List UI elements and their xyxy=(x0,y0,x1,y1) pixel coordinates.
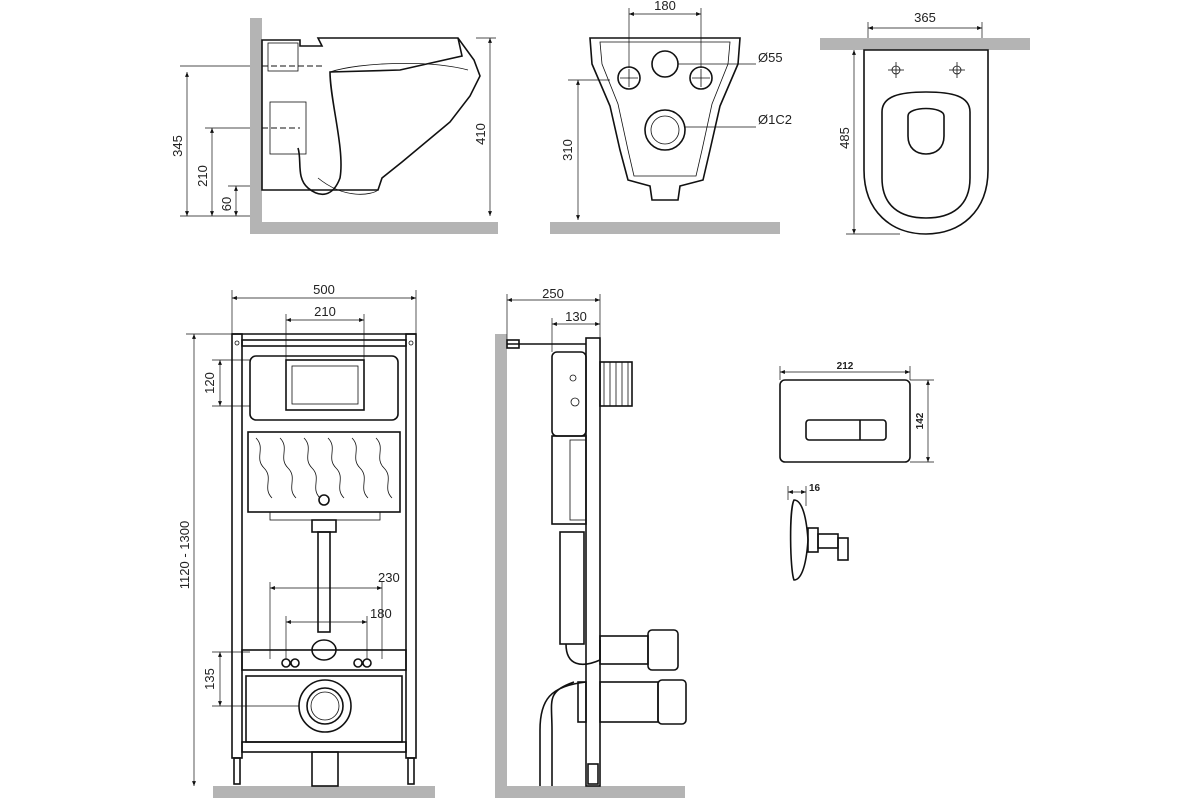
cistern-body xyxy=(247,431,401,513)
flush-pipe xyxy=(317,531,331,633)
toilet-side-view: 345 210 60 410 xyxy=(170,18,498,234)
toilet-bowl-inner xyxy=(297,37,463,196)
dim-diameter-102: Ø1С2 xyxy=(758,112,792,127)
cistern-upper-side xyxy=(551,351,587,437)
cistern-upper xyxy=(249,355,399,421)
dim-height-60: 60 xyxy=(219,197,234,211)
dim-diameter-55: Ø55 xyxy=(758,50,783,65)
toilet-bowl-opening xyxy=(881,91,971,219)
fixing-bracket xyxy=(267,42,299,72)
dim-width-500: 500 xyxy=(313,282,335,297)
dim-height-135: 135 xyxy=(202,668,217,690)
stud-left-outer xyxy=(281,658,291,668)
stud-right-inner xyxy=(353,658,363,668)
dim-depth-16: 16 xyxy=(809,483,821,494)
drain-outlet-hole xyxy=(644,109,686,151)
cistern-body-side xyxy=(551,435,587,525)
toilet-base-curve xyxy=(317,177,379,195)
frame-mounting-rail xyxy=(241,649,407,671)
floor-section xyxy=(495,786,685,798)
dim-height-310: 310 xyxy=(560,139,575,161)
dim-height-210: 210 xyxy=(195,165,210,187)
dim-width-230: 230 xyxy=(378,570,400,585)
dim-height-120: 120 xyxy=(202,372,217,394)
dim-depth-130: 130 xyxy=(565,309,587,324)
toilet-top-outline xyxy=(863,49,989,235)
drain-pipe-side xyxy=(539,681,587,786)
toilet-rear-outline xyxy=(589,37,741,201)
floor-section xyxy=(550,222,780,234)
dim-height-345: 345 xyxy=(170,135,185,157)
water-inlet-hole xyxy=(651,50,679,78)
frame-profile xyxy=(585,337,601,787)
flush-actuator xyxy=(817,533,839,549)
wall-section xyxy=(820,38,1030,50)
foot-side xyxy=(587,763,599,785)
dim-height-410: 410 xyxy=(473,123,488,145)
toilet-rim-line xyxy=(329,63,469,73)
frame-front-view: 500 210 120 1120 - 1300 230 180 135 xyxy=(177,282,435,798)
dim-width-210: 210 xyxy=(314,304,336,319)
flush-plate xyxy=(779,379,911,463)
frame-side-view: 250 130 xyxy=(495,286,687,798)
stud-right-outer xyxy=(362,658,372,668)
toilet-side-outline xyxy=(261,37,481,191)
toilet-rear-inner xyxy=(599,41,731,177)
flush-plate-opening xyxy=(285,359,365,411)
dim-width-180: 180 xyxy=(370,606,392,621)
toilet-drain-opening xyxy=(907,107,945,155)
foot-right xyxy=(407,757,415,785)
flush-pipe-side xyxy=(559,531,585,645)
foot-left xyxy=(233,757,241,785)
drain-pipe-socket xyxy=(269,101,307,155)
floor-section xyxy=(213,786,435,798)
flush-plate-side-view: 16 xyxy=(787,483,849,581)
dim-depth-250: 250 xyxy=(542,286,564,301)
inlet-connector xyxy=(599,635,649,665)
frame-top-rail xyxy=(241,339,407,347)
dim-width-212: 212 xyxy=(837,361,854,372)
dim-length-485: 485 xyxy=(837,127,852,149)
wall-section xyxy=(495,334,507,788)
dim-width-365: 365 xyxy=(914,10,936,25)
flush-plate-side xyxy=(789,499,809,581)
frame-upright-left xyxy=(231,333,243,759)
flush-buttons xyxy=(805,419,887,441)
dim-width-180: 180 xyxy=(654,0,676,13)
toilet-top-view: 365 485 xyxy=(820,10,1030,235)
stud-left-inner xyxy=(290,658,300,668)
frame-bottom-rail xyxy=(241,741,407,753)
dim-height-142: 142 xyxy=(915,412,926,429)
dim-height-1120-1300: 1120 - 1300 xyxy=(177,521,192,589)
floor-section xyxy=(250,222,498,234)
drain-connector xyxy=(599,681,659,723)
toilet-rear-view: 180 Ø55 Ø1С2 310 xyxy=(550,0,792,234)
flush-plate-front-view: 212 142 xyxy=(779,361,934,463)
frame-upright-right xyxy=(405,333,417,759)
wall-section xyxy=(250,18,262,234)
